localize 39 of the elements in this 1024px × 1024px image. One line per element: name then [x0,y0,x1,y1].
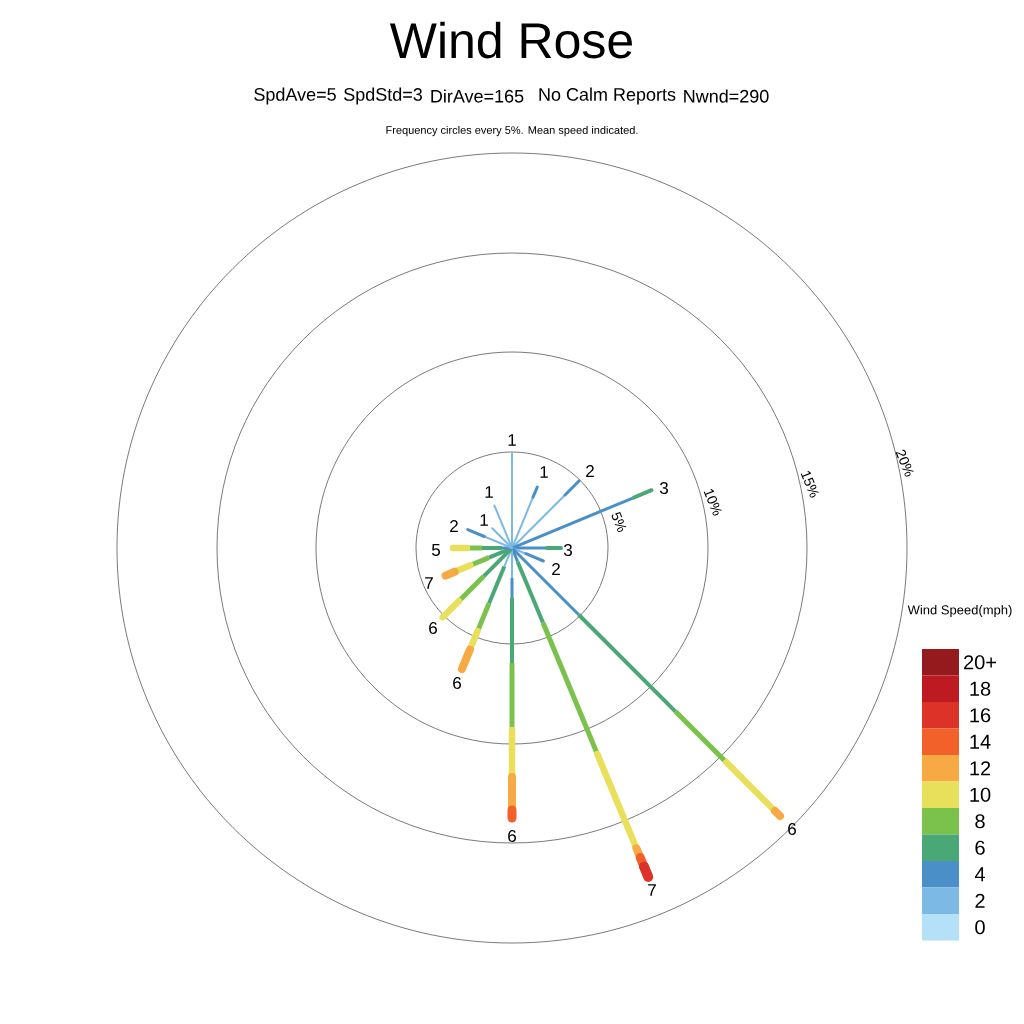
stat-text: DirAve=165 [431,89,524,103]
legend-label: 12 [970,761,991,776]
legend-label: 14 [970,734,991,749]
ring-label: 15% [800,471,819,498]
stat-text: SpdStd=3 [344,87,422,105]
speed-label: 1 [480,514,488,526]
title: Wind Rose [389,21,632,59]
speed-label: 3 [563,544,572,556]
legend-label: 20+ [964,655,996,670]
speed-label: 1 [508,434,516,446]
speed-label: 7 [425,577,433,589]
legend-label: 2 [975,893,985,908]
speed-label: 1 [540,466,548,478]
legend-label: 4 [974,867,985,882]
speed-label: 5 [431,544,441,556]
speed-label: 6 [788,823,796,835]
speed-label: 6 [508,830,516,842]
speed-label: 6 [453,677,461,689]
ring-label: 10% [703,489,722,516]
speed-label: 3 [659,482,668,494]
legend-label: 10 [970,787,991,802]
legend-title: Wind Speed(mph) [907,604,1012,618]
stat-text: No Calm Reports [539,87,676,105]
speed-label: 2 [586,465,594,477]
stat-text: Nwnd=290 [684,89,769,103]
ring-label: 20% [895,449,914,477]
legend-label: 16 [970,708,991,723]
speed-label: 2 [552,563,560,575]
legend-label: 6 [975,840,985,855]
legend-label: 18 [970,681,991,696]
note-text: Frequency circles every 5%. Mean speed indicated. [386,125,638,137]
stat-text: SpdAve=5 [254,87,336,105]
speed-label: 1 [485,486,493,498]
speed-label: 6 [429,622,437,634]
ring-label: 5% [611,511,627,532]
speed-label: 7 [648,884,656,896]
speed-label: 2 [450,520,458,532]
legend-label: 0 [975,920,985,935]
legend-label: 8 [975,814,985,829]
